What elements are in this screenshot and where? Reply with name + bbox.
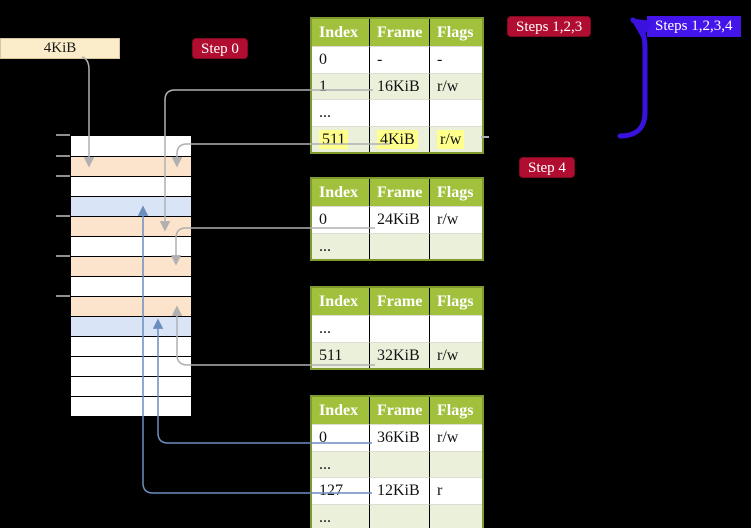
highlighted-value: 4KiB <box>377 129 418 149</box>
page-table-1-header-index: Index <box>312 19 370 46</box>
badge-steps-1234: Steps 1,2,3,4 <box>647 16 741 37</box>
badge-step4: Step 4 <box>519 157 575 178</box>
page-table-3-header-frame: Frame <box>370 288 430 315</box>
page-table-3-header-index: Index <box>312 288 370 315</box>
arrow-return-up <box>617 17 654 139</box>
page-table-4-header-flags: Flags <box>430 397 482 424</box>
page-table-1-row3-cell2: r/w <box>430 125 482 152</box>
page-table-2-row1-cell0: ... <box>312 232 370 259</box>
highlighted-value: 511 <box>319 129 349 149</box>
page-table-1-row3-cell1: 4KiB <box>370 125 430 152</box>
memory-frame-row-8 <box>71 276 191 296</box>
page-table-4-row2-cell1: 12KiB <box>370 477 430 504</box>
memory-frame-row-2 <box>71 156 191 176</box>
memory-frame-row-1 <box>71 136 191 156</box>
page-table-2-header-index: Index <box>312 179 370 206</box>
page-table-4-row0-cell1: 36KiB <box>370 424 430 451</box>
badge-steps-123: Steps 1,2,3 <box>507 16 592 37</box>
memory-frame-row-5 <box>71 216 191 236</box>
badge-step0: Step 0 <box>192 38 248 59</box>
page-table-2-row0-cell1: 24KiB <box>370 206 430 233</box>
page-table-4-row1-cell0: ... <box>312 450 370 477</box>
page-table-4-row2-cell0: 127 <box>312 477 370 504</box>
memory-frame-row-6 <box>71 236 191 256</box>
page-table-4-row0-cell2: r/w <box>430 424 482 451</box>
page-table-4-row1-cell2 <box>430 450 482 477</box>
page-table-1-row0-cell1: - <box>370 46 430 73</box>
memory-frame-row-9 <box>71 296 191 316</box>
memory-frame-row-4 <box>71 196 191 216</box>
page-table-3-row0-cell2 <box>430 315 482 342</box>
page-table-4-row1-cell1 <box>370 450 430 477</box>
page-table-2-row1-cell1 <box>370 232 430 259</box>
page-table-1-row1-cell0: 1 <box>312 72 370 99</box>
page-table-1-row3-cell0: 511 <box>312 125 370 152</box>
page-table-3-row0-cell1 <box>370 315 430 342</box>
memory-tick <box>56 215 70 217</box>
page-table-3-row1-cell1: 32KiB <box>370 341 430 368</box>
page-table-3-row1-cell0: 511 <box>312 341 370 368</box>
page-table-1-row1-cell1: 16KiB <box>370 72 430 99</box>
page-table-3-header-flags: Flags <box>430 288 482 315</box>
page-table-2-row0-cell2: r/w <box>430 206 482 233</box>
page-table-4-row3-cell2 <box>430 503 482 528</box>
memory-tick <box>56 155 70 157</box>
memory-frame-row-14 <box>71 396 191 416</box>
memory-frame-row-3 <box>71 176 191 196</box>
page-size-label: 4KiB <box>0 38 120 59</box>
page-table-3-row0-cell0: ... <box>312 315 370 342</box>
page-table-1-row0-cell0: 0 <box>312 46 370 73</box>
page-table-1-header-flags: Flags <box>430 19 482 46</box>
page-table-2-header-frame: Frame <box>370 179 430 206</box>
memory-tick <box>56 295 70 297</box>
page-table-1-row2-cell2 <box>430 99 482 126</box>
page-table-4-header-index: Index <box>312 397 370 424</box>
page-table-1-row2-cell0: ... <box>312 99 370 126</box>
page-table-3-row1-cell2: r/w <box>430 341 482 368</box>
highlighted-value: r/w <box>437 129 465 149</box>
page-table-4-row2-cell2: r <box>430 477 482 504</box>
memory-tick <box>56 255 70 257</box>
page-table-1-header-frame: Frame <box>370 19 430 46</box>
memory-frame-row-13 <box>71 376 191 396</box>
page-table-4-row3-cell0: ... <box>312 503 370 528</box>
memory-frame-row-10 <box>71 316 191 336</box>
memory-tick <box>56 175 70 177</box>
page-table-4-row3-cell1 <box>370 503 430 528</box>
memory-tick <box>56 134 70 136</box>
page-table-1-row0-cell2: - <box>430 46 482 73</box>
page-table-2-header-flags: Flags <box>430 179 482 206</box>
memory-stack <box>70 135 192 417</box>
memory-frame-row-7 <box>71 256 191 276</box>
memory-frame-row-11 <box>71 336 191 356</box>
page-table-2-row1-cell2 <box>430 232 482 259</box>
page-table-1-row2-cell1 <box>370 99 430 126</box>
page-table-1-row1-cell2: r/w <box>430 72 482 99</box>
page-table-4-header-frame: Frame <box>370 397 430 424</box>
page-table-4-row0-cell0: 0 <box>312 424 370 451</box>
memory-frame-row-12 <box>71 356 191 376</box>
page-table-2-row0-cell0: 0 <box>312 206 370 233</box>
